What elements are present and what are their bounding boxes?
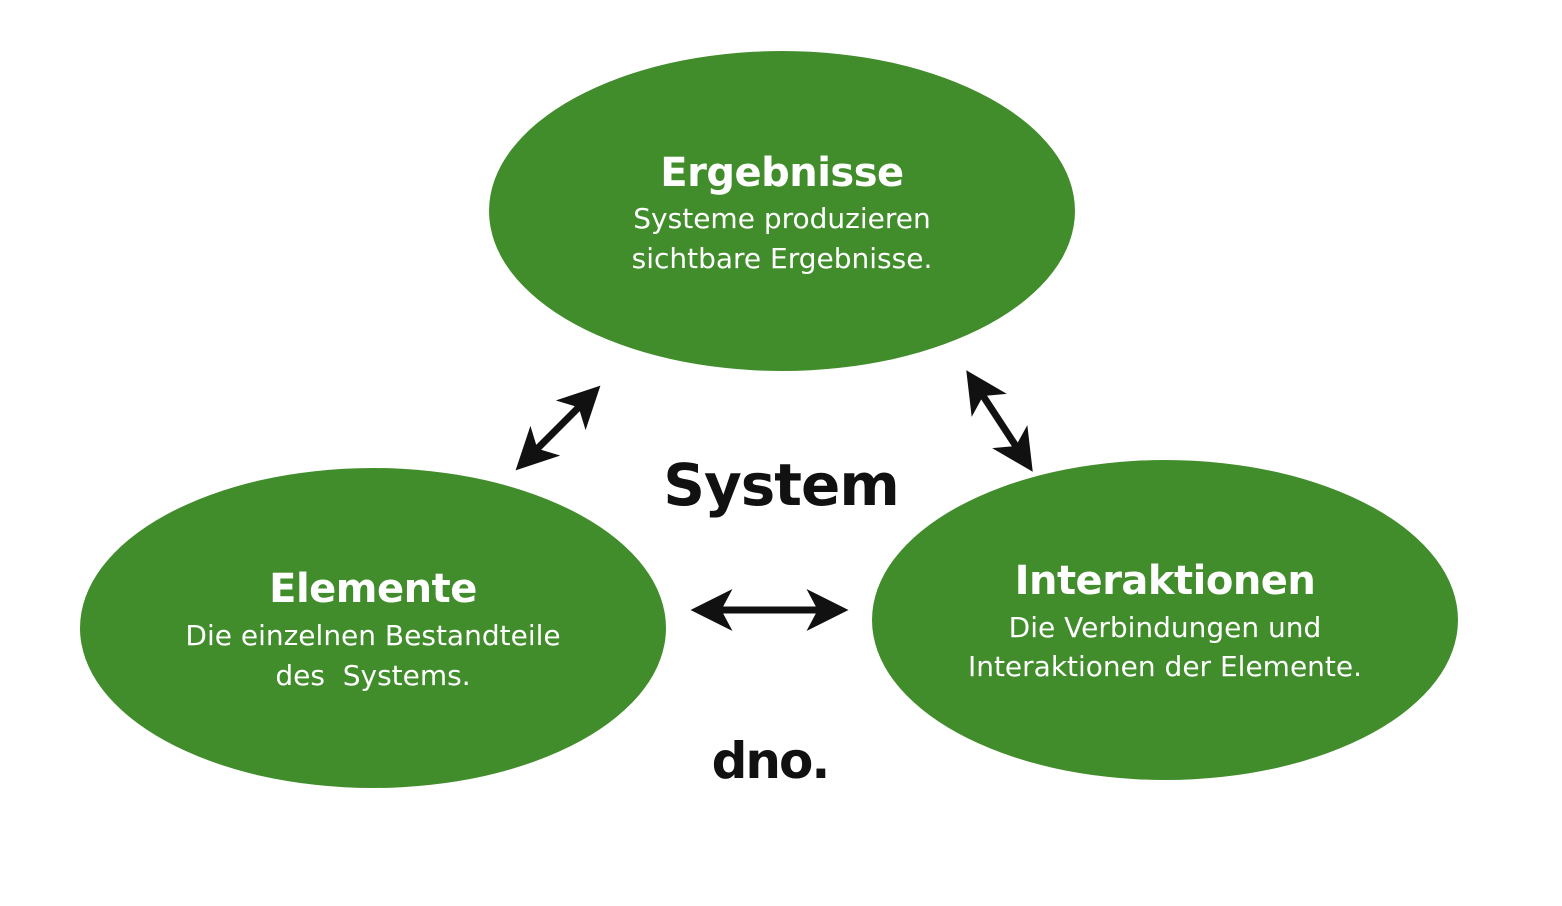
node-ergebnisse-title: Ergebnisse	[660, 150, 903, 196]
node-elemente-line2: des Systems.	[275, 659, 470, 692]
center-label: System	[663, 451, 899, 519]
dno-logo: dno.	[712, 732, 829, 790]
node-ergebnisse-line1: Systeme produzieren	[633, 202, 930, 235]
arrow-ergebnisse-interaktionen	[966, 370, 1033, 472]
node-elemente-shape	[80, 468, 666, 788]
node-elemente-line1: Die einzelnen Bestandteile	[185, 619, 560, 652]
node-interaktionen-shape	[872, 460, 1458, 780]
node-interaktionen-line1: Die Verbindungen und	[1009, 611, 1322, 644]
arrow-elemente-ergebnisse	[515, 385, 601, 471]
node-elemente: Elemente Die einzelnen Bestandteile des …	[80, 468, 666, 788]
node-interaktionen: Interaktionen Die Verbindungen und Inter…	[872, 460, 1458, 780]
node-ergebnisse: Ergebnisse Systeme produzieren sichtbare…	[489, 51, 1075, 371]
node-ergebnisse-line2: sichtbare Ergebnisse.	[632, 242, 933, 275]
node-interaktionen-line2: Interaktionen der Elemente.	[968, 650, 1362, 683]
node-ergebnisse-shape	[489, 51, 1075, 371]
node-elemente-title: Elemente	[269, 566, 477, 612]
node-interaktionen-title: Interaktionen	[1015, 558, 1316, 604]
